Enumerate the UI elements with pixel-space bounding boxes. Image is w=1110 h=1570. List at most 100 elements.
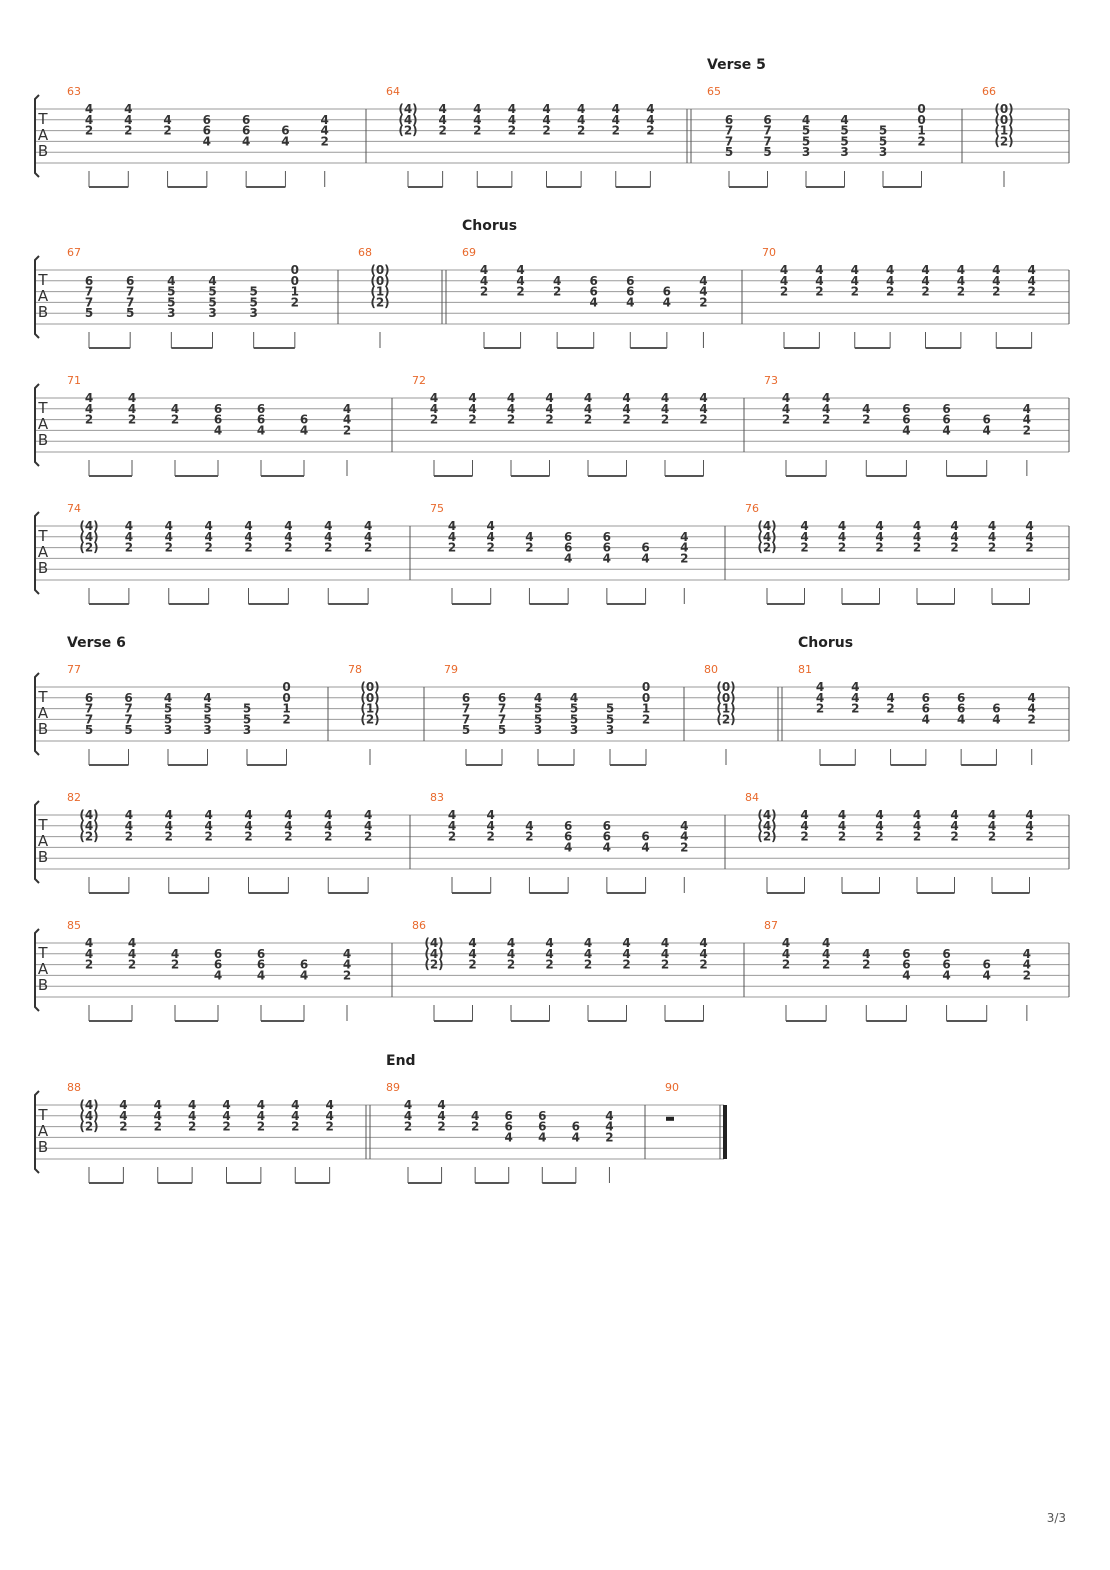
fret-number: 4 bbox=[438, 113, 446, 127]
fret-number: 4 bbox=[438, 102, 446, 116]
fret-number: 6 bbox=[257, 958, 265, 972]
fret-number: 5 bbox=[534, 712, 542, 726]
fret-number: 2 bbox=[437, 1120, 445, 1134]
fret-number: 4 bbox=[128, 947, 136, 961]
fret-number: 4 bbox=[913, 530, 921, 544]
fret-number: 0 bbox=[282, 691, 290, 705]
fret-number: 4 bbox=[626, 295, 634, 309]
system-bracket bbox=[34, 800, 40, 884]
fret-number: 4 bbox=[680, 819, 688, 833]
fret-number: 6 bbox=[922, 691, 930, 705]
fret-number: 4 bbox=[886, 274, 894, 288]
fret-number: 6 bbox=[942, 413, 950, 427]
fret-number: 7 bbox=[85, 285, 93, 299]
fret-number: 6 bbox=[257, 947, 265, 961]
bar-number: 81 bbox=[798, 663, 812, 676]
fret-number: 4 bbox=[214, 423, 222, 437]
fret-number: 0 bbox=[642, 680, 650, 694]
fret-number: 2 bbox=[545, 958, 553, 972]
fret-number: 6 bbox=[300, 413, 308, 427]
fret-number: 4 bbox=[584, 402, 592, 416]
fret-number: 4 bbox=[208, 274, 216, 288]
fret-number: (2) bbox=[79, 830, 98, 844]
fret-number: 6 bbox=[538, 1109, 546, 1123]
fret-number: 6 bbox=[603, 530, 611, 544]
fret-number: (0) bbox=[370, 263, 389, 277]
fret-number: 4 bbox=[983, 968, 991, 982]
fret-number: 5 bbox=[208, 285, 216, 299]
fret-number: 5 bbox=[879, 124, 887, 138]
fret-number: 4 bbox=[487, 819, 495, 833]
fret-number: 4 bbox=[1028, 691, 1036, 705]
fret-number: 2 bbox=[516, 285, 524, 299]
fret-number: 4 bbox=[570, 691, 578, 705]
fret-number: 2 bbox=[782, 413, 790, 427]
fret-number: 4 bbox=[942, 968, 950, 982]
fret-number: 4 bbox=[244, 530, 252, 544]
fret-number: 6 bbox=[603, 830, 611, 844]
fret-number: 4 bbox=[840, 113, 848, 127]
fret-number: 4 bbox=[125, 808, 133, 822]
fret-number: (4) bbox=[79, 1098, 98, 1112]
tab-clef-letter: A bbox=[38, 287, 49, 305]
fret-number: 2 bbox=[913, 830, 921, 844]
fret-number: 6 bbox=[763, 113, 771, 127]
fret-number: 4 bbox=[154, 1098, 162, 1112]
fret-number: 4 bbox=[291, 1109, 299, 1123]
fret-number: 5 bbox=[570, 702, 578, 716]
fret-number: 2 bbox=[988, 830, 996, 844]
fret-number: 6 bbox=[663, 285, 671, 299]
fret-number: 2 bbox=[605, 1130, 613, 1144]
bar-number: 85 bbox=[67, 919, 81, 932]
fret-number: 4 bbox=[950, 530, 958, 544]
fret-number: 4 bbox=[699, 936, 707, 950]
fret-number: 4 bbox=[577, 102, 585, 116]
fret-number: 2 bbox=[542, 124, 550, 138]
fret-number: 2 bbox=[800, 830, 808, 844]
fret-number: 2 bbox=[171, 958, 179, 972]
fret-number: 4 bbox=[244, 519, 252, 533]
tab-clef-letter: B bbox=[38, 142, 48, 160]
fret-number: 6 bbox=[124, 691, 132, 705]
fret-number: 2 bbox=[1023, 968, 1031, 982]
fret-number: 4 bbox=[1023, 402, 1031, 416]
fret-number: 1 bbox=[282, 702, 290, 716]
fret-number: 4 bbox=[957, 274, 965, 288]
fret-number: 2 bbox=[204, 541, 212, 555]
fret-number: 4 bbox=[988, 819, 996, 833]
fret-number: 4 bbox=[473, 102, 481, 116]
fret-number: 4 bbox=[590, 295, 598, 309]
fret-number: 2 bbox=[642, 712, 650, 726]
bar-number: 64 bbox=[386, 85, 400, 98]
fret-number: 7 bbox=[126, 295, 134, 309]
fret-number: 4 bbox=[851, 680, 859, 694]
tab-clef-letter: B bbox=[38, 559, 48, 577]
fret-number: 4 bbox=[661, 936, 669, 950]
fret-number: 4 bbox=[800, 819, 808, 833]
fret-number: 3 bbox=[840, 145, 848, 159]
fret-number: 2 bbox=[438, 124, 446, 138]
fret-number: 4 bbox=[85, 936, 93, 950]
fret-number: 7 bbox=[763, 124, 771, 138]
tab-clef-letter: T bbox=[37, 1106, 48, 1124]
fret-number: 1 bbox=[917, 124, 925, 138]
fret-number: (4) bbox=[398, 102, 417, 116]
fret-number: 6 bbox=[902, 947, 910, 961]
fret-number: 2 bbox=[815, 285, 823, 299]
fret-number: 4 bbox=[471, 1109, 479, 1123]
fret-number: 4 bbox=[448, 530, 456, 544]
fret-number: 4 bbox=[545, 391, 553, 405]
fret-number: 4 bbox=[780, 274, 788, 288]
fret-number: 3 bbox=[164, 723, 172, 737]
fret-number: 4 bbox=[1023, 947, 1031, 961]
bar-number: 77 bbox=[67, 663, 81, 676]
fret-number: 4 bbox=[324, 819, 332, 833]
fret-number: 4 bbox=[782, 947, 790, 961]
fret-number: 4 bbox=[487, 808, 495, 822]
fret-number: (2) bbox=[360, 712, 379, 726]
fret-number: 4 bbox=[125, 819, 133, 833]
fret-number: 5 bbox=[498, 723, 506, 737]
fret-number: 4 bbox=[487, 519, 495, 533]
fret-number: 2 bbox=[800, 541, 808, 555]
